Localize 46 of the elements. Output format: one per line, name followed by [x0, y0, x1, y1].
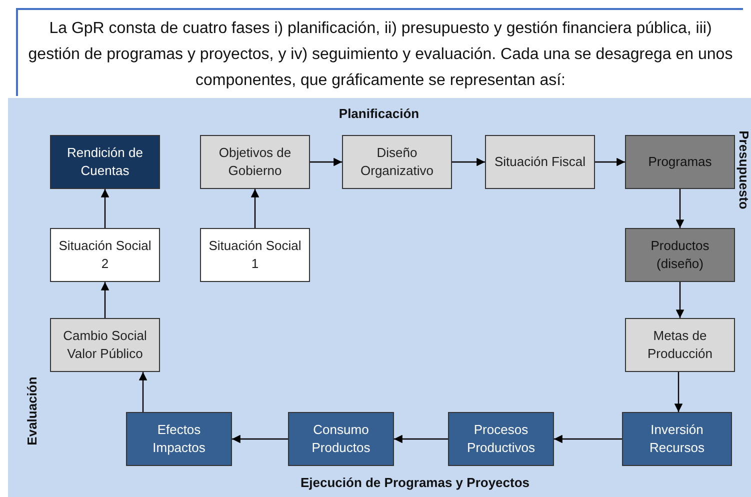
arrow	[452, 158, 485, 166]
process-box	[50, 228, 160, 282]
process-box	[625, 228, 735, 282]
arrow	[100, 282, 110, 318]
process-box	[448, 412, 554, 466]
arrow	[310, 158, 342, 166]
process-box	[50, 318, 160, 372]
box-label: Situación Fiscal	[493, 153, 587, 171]
box-label: Programas	[647, 153, 713, 171]
process-box	[288, 412, 394, 466]
arrow	[138, 372, 148, 412]
process-box	[625, 135, 735, 189]
phase-label: Evaluación	[24, 376, 40, 446]
arrow	[676, 189, 684, 228]
box-label: Situación Social 1	[208, 237, 302, 273]
box-label: Procesos Productivos	[466, 421, 536, 457]
arrow	[394, 434, 448, 444]
box-label: Situación Social 2	[58, 237, 152, 273]
process-box	[200, 228, 310, 282]
process-box	[126, 412, 232, 466]
arrow	[232, 434, 288, 444]
process-box	[50, 135, 160, 189]
box-label: Rendición de Cuentas	[66, 144, 144, 180]
arrow	[674, 372, 683, 412]
box-label: Metas de Producción	[646, 327, 714, 363]
phase-label: Presupuesto	[736, 130, 751, 210]
box-label: Cambio Social Valor Público	[62, 327, 148, 363]
arrow	[676, 282, 684, 318]
box-label: Productos (diseño)	[650, 237, 710, 273]
box-label: Inversión Recursos	[648, 421, 706, 457]
process-box	[625, 318, 735, 372]
intro-paragraph: La GpR consta de cuatro fases i) planificación, ii) presupuesto y gestión financiera pública, iii) gestión de programas y proyectos, y iv) seguimiento y evaluación. Cada una se desagrega en unos componentes, que gráficamente se representan así:	[16, 8, 743, 96]
box-label: Diseño Organizativo	[360, 144, 434, 180]
box-label: Consumo Productos	[310, 421, 372, 457]
arrow	[595, 158, 625, 166]
phase-label: Planificación	[338, 106, 420, 121]
process-box	[342, 135, 452, 189]
arrow	[250, 189, 260, 228]
phase-label: Ejecución de Programas y Proyectos	[300, 475, 530, 490]
process-box	[622, 412, 732, 466]
box-label: Objetivos de Gobierno	[218, 144, 292, 180]
process-box	[200, 135, 310, 189]
arrow	[100, 189, 110, 228]
process-box	[485, 135, 595, 189]
box-label: Efectos Impactos	[152, 421, 206, 457]
arrow	[554, 434, 622, 444]
